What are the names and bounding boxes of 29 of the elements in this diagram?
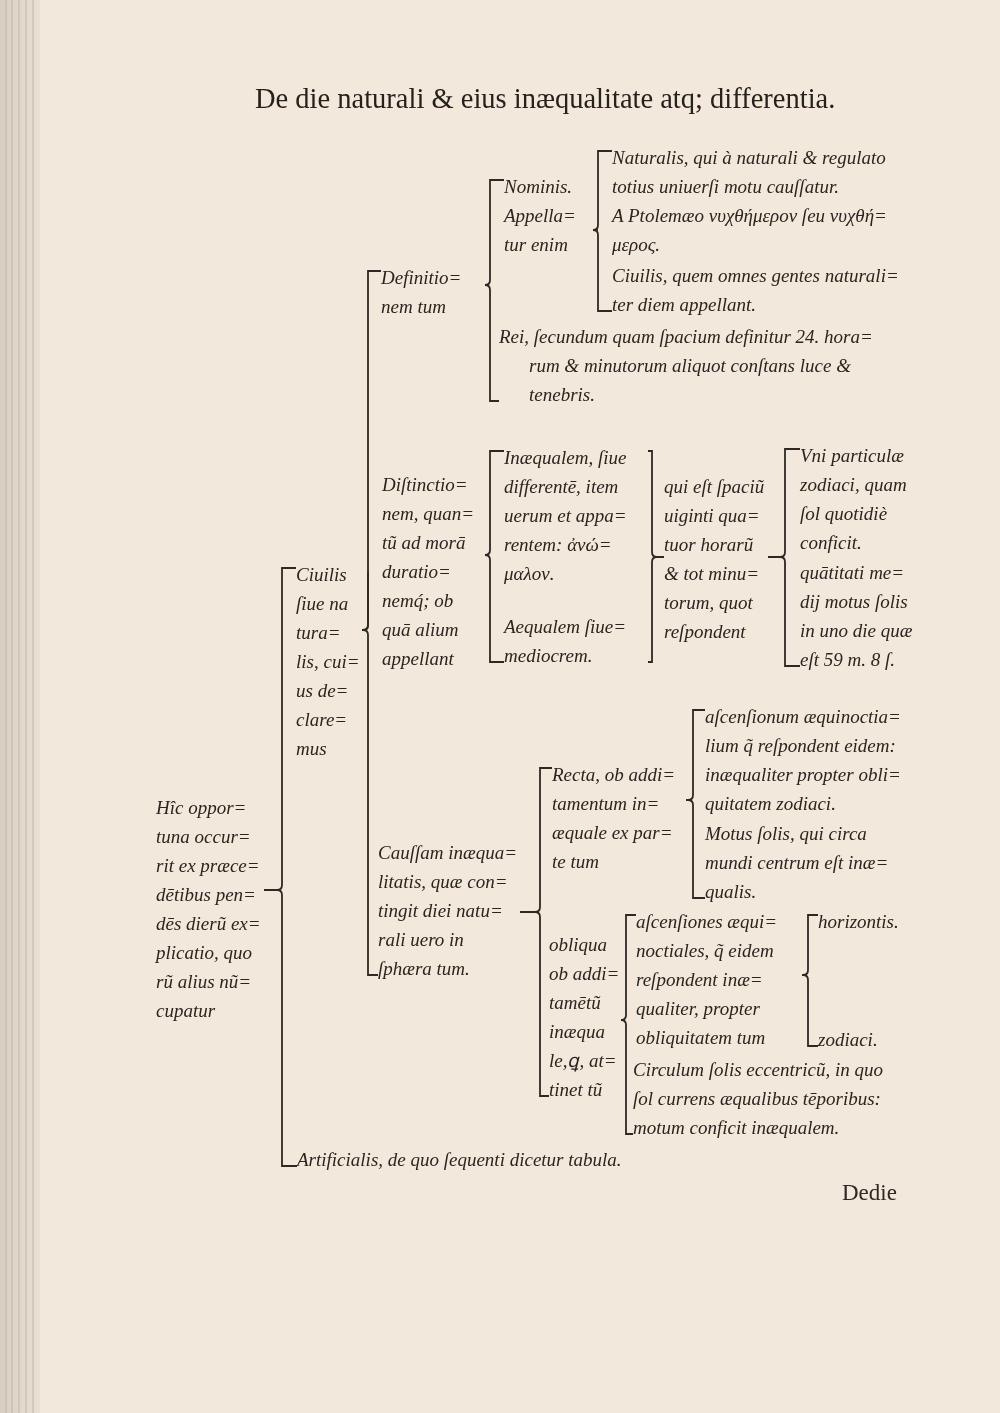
table-entry-text: Definitio= nem tum bbox=[381, 263, 485, 321]
catchword: Dedie bbox=[842, 1179, 897, 1207]
table-entry-text: aſcenſiones æqui= noctiales, q̃ eidem reſpondent inæ= qualiter, propter obliquitatem tum bbox=[636, 907, 802, 1052]
table-entry-text: Inæqualem, ſiue differentē, item uerum et appa= rentem: ἀνώ= μαλον. bbox=[504, 443, 648, 588]
table-entry-text: Ciuilis ſiue na tura= lis, cui= us de= clare= mus bbox=[296, 560, 362, 763]
table-entry-text: Recta, ob addi= tamentum in= æquale ex par= te tum bbox=[552, 760, 686, 876]
table-entry-text: Motus ſolis, qui circa mundi centrum eſt inæ= qualis. bbox=[705, 819, 905, 906]
table-entry-text: Vni particulæ zodiaci, quam ſol quotidiè conficit. bbox=[800, 441, 919, 557]
table-entry-text: Diſtinctio= nem, quan= tũ ad morā duratio= nemq́; ob quā alium appellant bbox=[368, 470, 486, 673]
table-entry-text: quātitati me= dij motus ſolis in uno die quæ eſt 59 m. 8 ſ. bbox=[800, 558, 919, 674]
table-entry-text: A Ptolemæo νυχθήμερον ſeu νυχθή= μερος. bbox=[598, 201, 916, 259]
table-entry-text: Hîc oppor= tuna occur= rit ex præce= dētibus pen= dēs dierũ ex= plicatio, quo rũ alius nũ= cupatur bbox=[156, 793, 264, 1025]
brace-line bbox=[647, 556, 665, 663]
table-entry-text: zodiaci. bbox=[818, 1025, 938, 1054]
page-heading: De die naturali & eius inæqualitate atq; differentia. bbox=[255, 82, 836, 116]
table-entry-text: qui eſt ſpaciũ uiginti qua= tuor horarũ & tot minu= torum, quot reſpondent bbox=[664, 472, 768, 646]
table-entry-text: Rei, ſecundum quam ſpacium definitur 24. hora= rum & minutorum aliquot conſtans luce & tenebris. bbox=[499, 322, 899, 409]
table-entry-text: Artificialis, de quo ſequenti dicetur tabula. bbox=[297, 1145, 727, 1174]
table-entry-text: Naturalis, qui à naturali & regulato totius uniuerſi motu cauſſatur. bbox=[612, 143, 916, 201]
table-entry-text: horizontis. bbox=[818, 907, 938, 936]
brace-line bbox=[593, 229, 599, 231]
table-entry-text: Cauſſam inæqua= litatis, quæ con= tingit diei natu= rali uero in ſphæra tum. bbox=[378, 838, 520, 983]
table-entry-text: obliqua ob addi= tamētũ inæqua le,ꝗ, at= tinet tũ bbox=[549, 930, 621, 1104]
table-entry-text: Nominis. Appella= tur enim bbox=[504, 172, 594, 259]
table-entry-text: aſcenſionum æquinoctia= lium q̃ reſpondent eidem: inæqualiter propter obli= quitatem zodiaci. bbox=[705, 702, 905, 818]
brace-line bbox=[685, 799, 706, 899]
table-entry-text: Aequalem ſiue= mediocrem. bbox=[504, 612, 648, 670]
table-entry-text: Circulum ſolis eccentricũ, in quo ſol currens æqualibus tēporibus: motum conficit inæqualem. bbox=[633, 1055, 895, 1142]
table-entry-text: Ciuilis, quem omnes gentes naturali= ter diem appellant. bbox=[612, 261, 916, 319]
